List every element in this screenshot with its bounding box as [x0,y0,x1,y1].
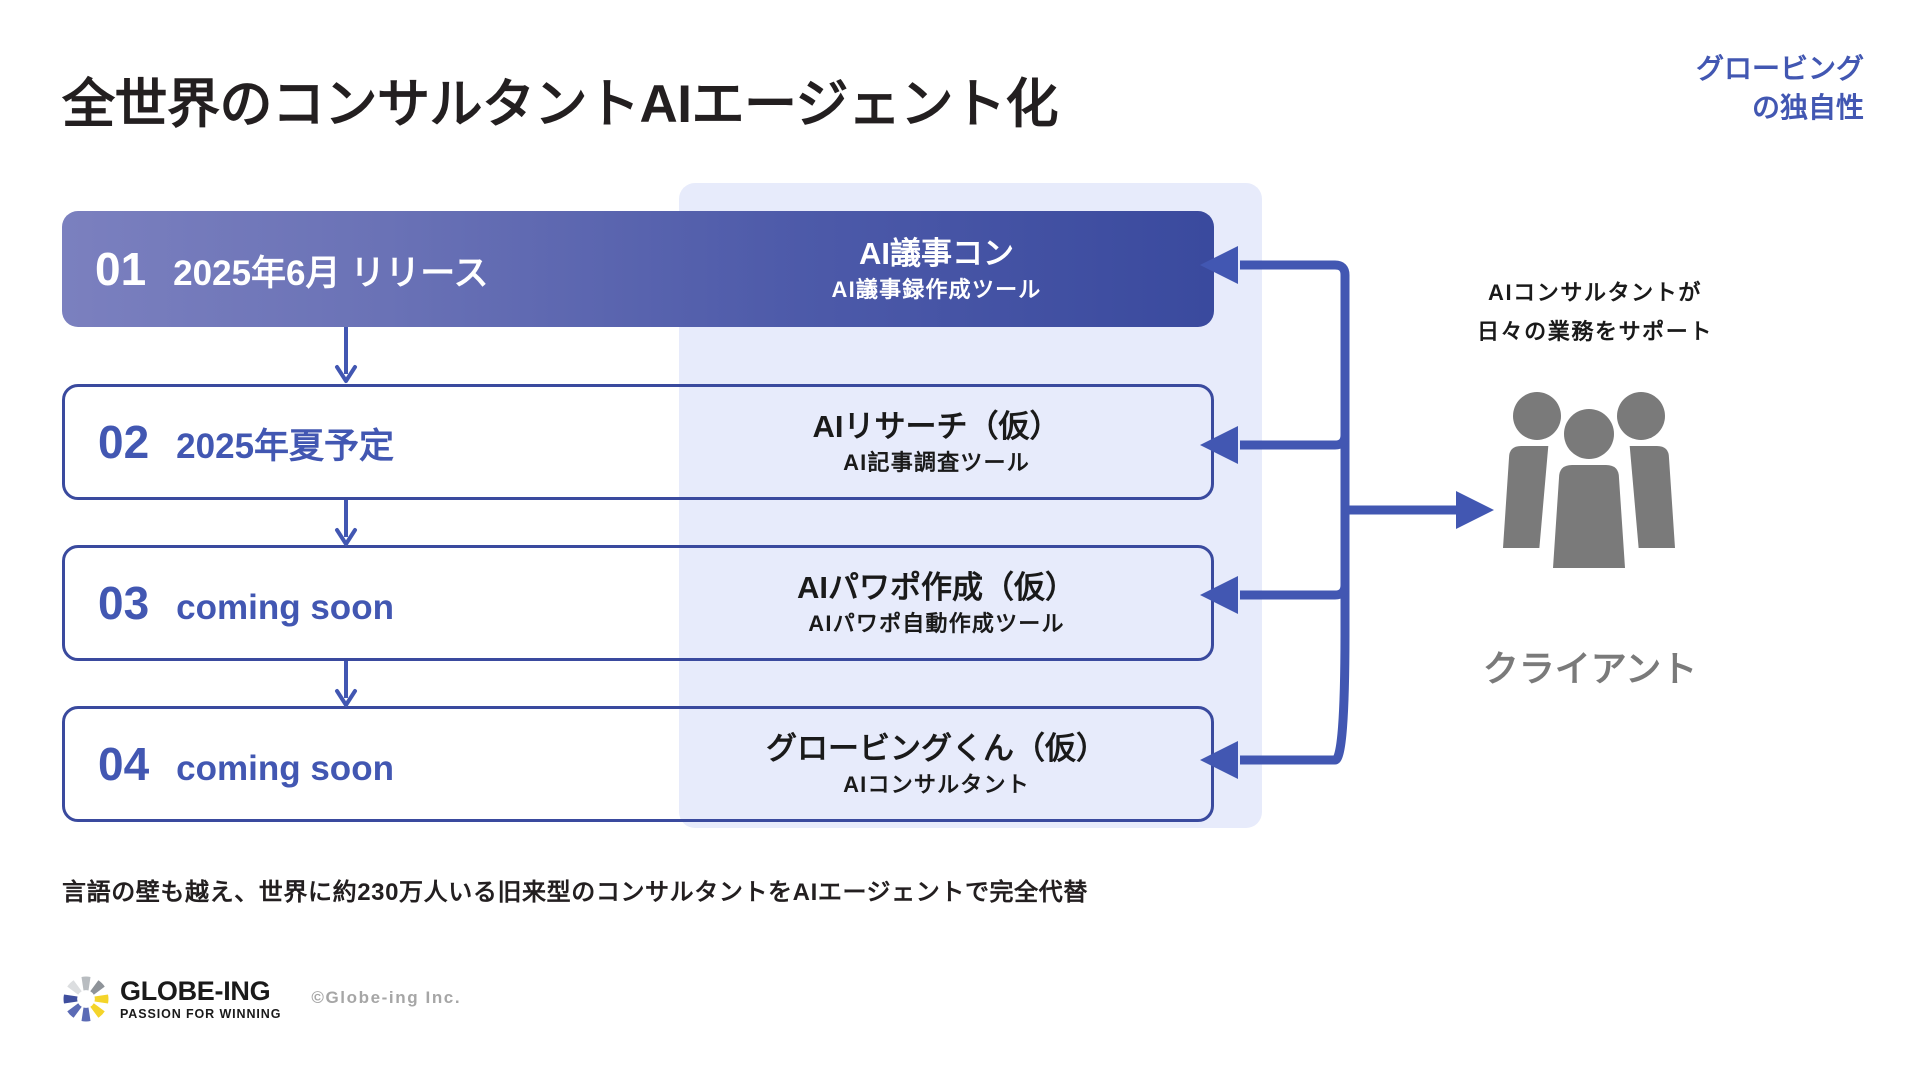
timeline-row-03-right: AIパワポ作成（仮） AIパワポ自動作成ツール [682,570,1211,637]
timeline-row-03[interactable]: 03 coming soon AIパワポ作成（仮） AIパワポ自動作成ツール [62,545,1214,661]
timeline-row-01-tool-desc: AI議事録作成ツール [831,277,1042,303]
timeline-row-02[interactable]: 02 2025年夏予定 AIリサーチ（仮） AI記事調査ツール [62,384,1214,500]
timeline-row-03-tool-name: AIパワポ作成（仮） [797,569,1076,605]
brand-logo: GLOBE-ING PASSION FOR WINNING ©Globe-ing… [62,975,461,1023]
corner-heading-line-2: の独自性 [1751,91,1864,123]
timeline-row-01-number: 01 [95,243,147,295]
client-label: クライアント [1482,648,1698,689]
timeline-row-04-right: グロービングくん（仮） AIコンサルタント [682,731,1211,798]
timeline-row-02-number: 02 [98,416,150,468]
down-arrow-icon-3 [335,661,357,709]
timeline-row-02-when: 2025年夏予定 [176,427,395,466]
timeline-row-01-left: 01 2025年6月 リリース [62,246,679,292]
timeline-row-02-tool-name: AIリサーチ（仮） [812,408,1061,444]
copyright-text: ©Globe-ing Inc. [311,988,462,1007]
timeline-row-04-left: 04 coming soon [65,741,682,787]
timeline-row-02-left: 02 2025年夏予定 [65,419,682,465]
timeline-row-03-tool-desc: AIパワポ自動作成ツール [808,611,1065,637]
client-support-line-1: AIコンサルタントが [1487,280,1702,305]
timeline-row-01[interactable]: 01 2025年6月 リリース AI議事コン AI議事録作成ツール [62,211,1214,327]
footnote-text: 言語の壁も越え、世界に約230万人いる旧来型のコンサルタントをAIエージェントで… [62,879,1088,906]
timeline-row-01-right: AI議事コン AI議事録作成ツール [679,236,1214,303]
timeline-row-04-number: 04 [98,738,150,790]
timeline-row-04-tool-desc: AIコンサルタント [843,772,1030,798]
logo-wordmark: GLOBE-ING PASSION FOR WINNING [120,975,282,1021]
timeline-row-01-when: 2025年6月 リリース [173,254,489,293]
timeline-row-03-when: coming soon [176,588,394,627]
timeline-row-04-when: coming soon [176,749,394,788]
globe-ing-logo-icon [62,975,110,1023]
client-support-line-2: 日々の業務をサポート [1476,318,1713,344]
down-arrow-icon-1 [335,327,357,385]
page-title: 全世界のコンサルタントAIエージェント化 [62,75,1058,134]
timeline-row-04[interactable]: 04 coming soon グロービングくん（仮） AIコンサルタント [62,706,1214,822]
client-support-text: AIコンサルタントが 日々の業務をサポート [1410,274,1780,351]
corner-heading: グロービング の独自性 [1614,50,1864,127]
logo-name: GLOBE-ING [120,975,271,1006]
timeline-row-03-left: 03 coming soon [65,580,682,626]
corner-heading-line-1: グロービング [1695,53,1864,84]
timeline-row-04-tool-name: グロービングくん（仮） [766,730,1107,766]
people-group-icon [1489,390,1689,580]
timeline-row-01-tool-name: AI議事コン [859,235,1014,271]
timeline-row-02-tool-desc: AI記事調査ツール [843,450,1030,476]
timeline-row-02-right: AIリサーチ（仮） AI記事調査ツール [682,409,1211,476]
down-arrow-icon-2 [335,500,357,548]
logo-tagline: PASSION FOR WINNING [120,1006,282,1021]
timeline-row-03-number: 03 [98,577,150,629]
